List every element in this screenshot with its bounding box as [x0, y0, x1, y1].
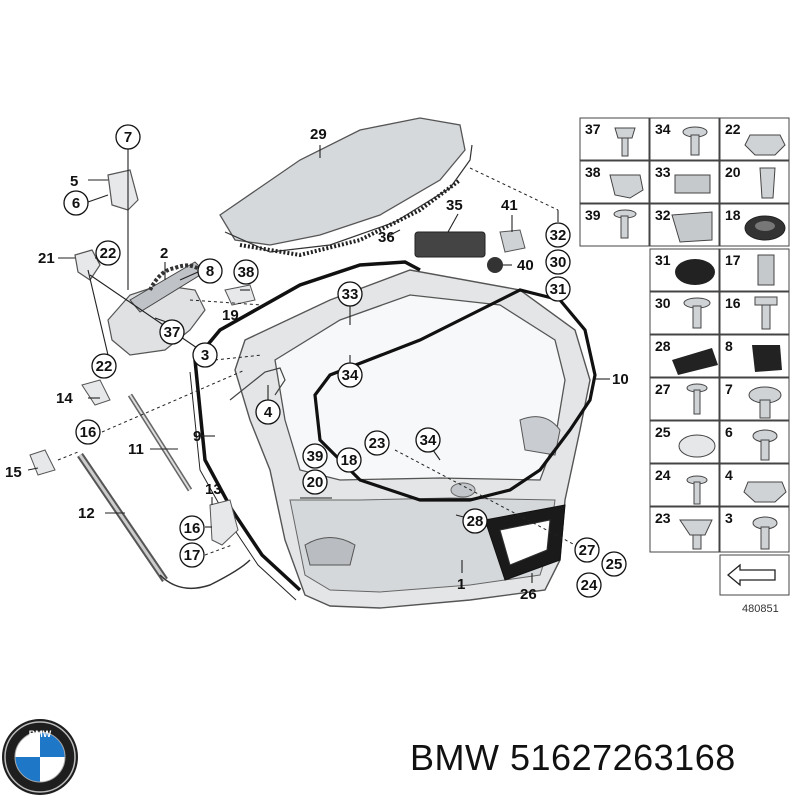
callout-label: 22: [100, 245, 117, 262]
table-cell-label: 4: [725, 467, 733, 483]
table-cell-label: 18: [725, 207, 741, 223]
table-cell-label: 17: [725, 252, 741, 268]
callout-label: 38: [238, 264, 255, 281]
hardware-glyphs: [609, 126, 787, 587]
callouts: 7 5 6 2 22 21 8 38 37 19 3 22 33 34: [5, 124, 629, 603]
reference-code: 480851: [742, 603, 779, 615]
part-number: 51627263168: [510, 737, 736, 778]
table-cell-label: 38: [585, 164, 601, 180]
table-cell-label: 30: [655, 295, 671, 311]
spoiler: [219, 117, 473, 258]
table-cell-label: 34: [655, 121, 671, 137]
callout-label: 8: [206, 263, 214, 280]
callout-label: 13: [205, 481, 222, 498]
callout-label: 5: [70, 173, 78, 190]
callout-label: 29: [310, 126, 327, 143]
callout-label: 19: [222, 307, 239, 324]
callout-label: 23: [369, 435, 386, 452]
callout-label: 2: [160, 245, 168, 262]
callout-label: 25: [606, 556, 623, 573]
callout-label: 28: [467, 513, 484, 530]
callout-label: 22: [96, 358, 113, 375]
table-cell-label: 31: [655, 252, 671, 268]
callout-label: 16: [80, 424, 97, 441]
parts-table-labels: 37 34 22 38 33 20 39 32 18 31 17 30 16 2…: [585, 121, 741, 526]
callout-label: 35: [446, 197, 463, 214]
callout-label: 24: [581, 577, 598, 594]
callout-label: 20: [307, 474, 324, 491]
callout-label: 37: [164, 324, 181, 341]
table-cell-label: 20: [725, 164, 741, 180]
gas-struts: [77, 393, 251, 590]
table-cell-label: 24: [655, 467, 671, 483]
callout-label: 33: [342, 286, 359, 303]
table-cell-label: 25: [655, 424, 671, 440]
table-cell-label: 16: [725, 295, 741, 311]
table-cell-label: 3: [725, 510, 733, 526]
callout-label: 16: [184, 520, 201, 537]
callout-label: 32: [550, 227, 567, 244]
callout-label: 9: [193, 428, 201, 445]
callout-label: 39: [307, 448, 324, 465]
table-cell-label: 27: [655, 381, 671, 397]
callout-label: 12: [78, 505, 95, 522]
callout-label: 15: [5, 464, 22, 481]
small-parts: [414, 229, 566, 581]
table-cell-label: 28: [655, 338, 671, 354]
table-cell-label: 7: [725, 381, 733, 397]
table-cell-label: 39: [585, 207, 601, 223]
brand-part-label: BMW 51627263168: [410, 737, 736, 779]
table-cell-label: 23: [655, 510, 671, 526]
callout-label: 31: [550, 281, 567, 298]
callout-label: 30: [550, 254, 567, 271]
callout-label: 6: [72, 195, 80, 212]
callout-label: 34: [342, 367, 359, 384]
table-cell-label: 37: [585, 121, 601, 137]
callout-label: 21: [38, 250, 55, 267]
table-cell-label: 32: [655, 207, 671, 223]
table-cell-label: 33: [655, 164, 671, 180]
logo-lettering: BMW: [29, 729, 52, 739]
callout-label: 3: [201, 347, 209, 364]
brand-name: BMW: [410, 737, 500, 778]
callout-label: 4: [264, 404, 273, 421]
callout-label: 27: [579, 542, 596, 559]
callout-label: 14: [56, 390, 73, 407]
bmw-logo: BMW: [2, 719, 78, 795]
callout-label: 10: [612, 371, 629, 388]
callout-label: 18: [341, 452, 358, 469]
callout-label: 11: [128, 441, 144, 458]
callout-label: 40: [517, 257, 534, 274]
table-cell-label: 8: [725, 338, 733, 354]
callout-label: 41: [501, 197, 518, 214]
callout-label: 17: [184, 547, 201, 564]
callout-label: 1: [457, 576, 465, 593]
table-cell-label: 22: [725, 121, 741, 137]
callout-label: 26: [520, 586, 537, 603]
callout-label: 7: [124, 129, 132, 146]
callout-label: 34: [420, 432, 437, 449]
table-cell-label: 6: [725, 424, 733, 440]
callout-label: 36: [378, 229, 395, 246]
